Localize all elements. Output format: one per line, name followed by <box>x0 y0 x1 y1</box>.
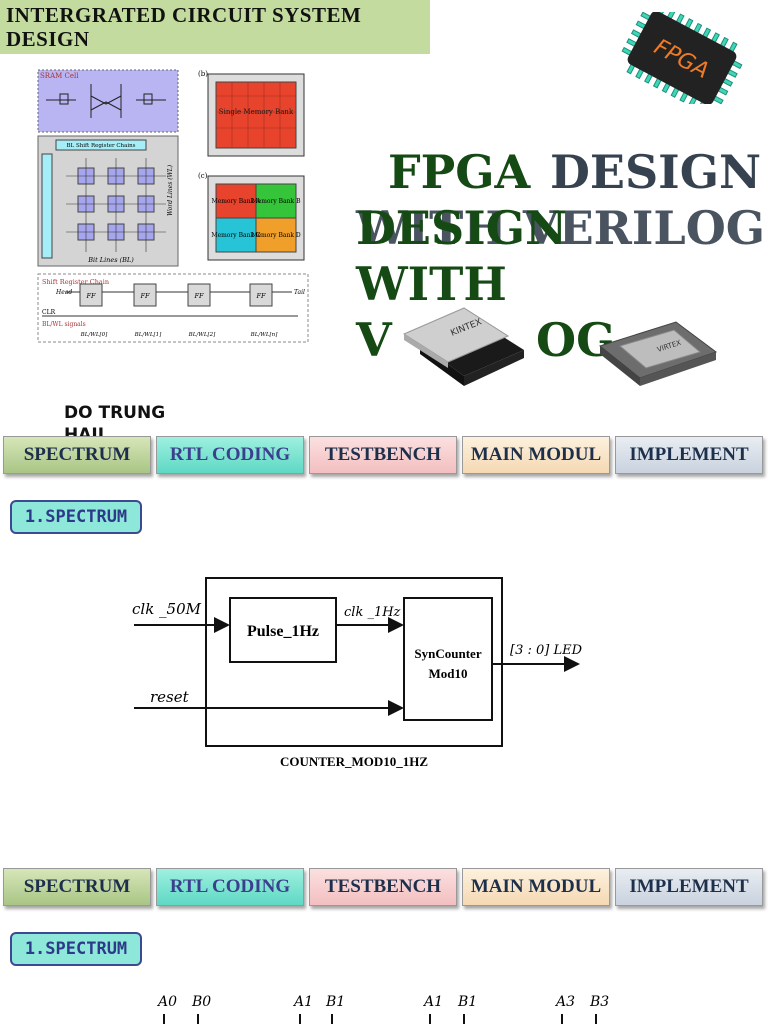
head-label: Head <box>55 289 72 296</box>
bank-d-label: Memory Bank D <box>251 232 301 239</box>
input-b0: B0 <box>191 994 211 1010</box>
title-design: DESIGN <box>550 145 762 199</box>
bit-lines-label: Bit Lines (BL) <box>87 256 134 264</box>
header-title-line1: INTERGRATED CIRCUIT SYSTEM <box>6 3 362 27</box>
title-with-verilog-shadow: WITH VERILOG <box>356 201 766 255</box>
input-b1: B1 <box>325 994 345 1010</box>
tab-implement[interactable]: IMPLEMENT <box>615 436 763 474</box>
mod10-label: Mod10 <box>429 666 468 681</box>
bank-b-label: Memory Bank B <box>252 198 302 205</box>
input-a1: A1 <box>292 994 313 1010</box>
sram-cell-label: SRAM Cell <box>40 72 79 80</box>
top-module-name: COUNTER_MOD10_1HZ <box>280 754 428 769</box>
syncounter-label: SynCounter <box>414 646 481 661</box>
tail-label: Tail <box>294 289 305 296</box>
memory-architecture-diagram: SRAM Cell BL Shift Register Chains Bit L… <box>37 69 309 343</box>
single-bank-label: Single Memory Bank <box>219 108 294 116</box>
blwl-output-1: BL/WL[1] <box>134 332 162 338</box>
bank-a-label: Memory Bank A <box>212 198 262 205</box>
input-a3: A3 <box>554 994 575 1010</box>
title-with: WITH <box>356 257 507 311</box>
blwl-output-n: BL/WL[n] <box>250 332 279 338</box>
ff-label: FF <box>85 292 96 300</box>
tab-spectrum[interactable]: SPECTRUM <box>3 436 151 474</box>
ff-label: FF <box>193 292 204 300</box>
fpga-chip-icon: FPGA <box>621 12 743 104</box>
shift-chain-label: Shift Register Chain <box>42 278 109 286</box>
clk-50m-label: clk _50M <box>132 600 202 618</box>
title-og: OG <box>536 313 616 367</box>
author-name: DO TRUNG HAIL <box>64 403 166 438</box>
tab-rtl-coding[interactable]: RTL CODING <box>156 868 304 906</box>
adder-inputs-diagram: A0 B0 A1 B1 A1 B1 A3 B3 <box>156 994 609 1024</box>
tab-testbench[interactable]: TESTBENCH <box>309 436 457 474</box>
tab-implement[interactable]: IMPLEMENT <box>615 868 763 906</box>
bank-c-label: Memory Bank C <box>211 232 261 239</box>
counter-block-diagram: clk _50M reset Pulse_1Hz clk _1Hz SynCou… <box>132 577 583 769</box>
virtex-chip-image: VIRTEX <box>598 321 718 386</box>
bl-chains-label: BL Shift Register Chains <box>67 143 136 149</box>
tab-main-modul[interactable]: MAIN MODUL <box>462 436 610 474</box>
tab-rtl-coding[interactable]: RTL CODING <box>156 436 304 474</box>
ff-label: FF <box>139 292 150 300</box>
title-design-green: DESIGN <box>356 201 568 255</box>
tab-main-modul[interactable]: MAIN MODUL <box>462 868 610 906</box>
blwl-signals-label: BL/WL signals <box>42 321 86 328</box>
tab-testbench[interactable]: TESTBENCH <box>309 868 457 906</box>
presentation-header: INTERGRATED CIRCUIT SYSTEM DESIGN <box>0 0 430 54</box>
nav-tabs-top: SPECTRUM RTL CODING TESTBENCH MAIN MODUL… <box>0 436 768 478</box>
section-spectrum-badge: 1.SPECTRUM <box>10 500 142 534</box>
input-a2: A1 <box>422 994 443 1010</box>
blwl-output-0: BL/WL[0] <box>80 332 108 338</box>
ff-label: FF <box>255 292 266 300</box>
kintex-chip-image: KINTEX <box>402 307 524 386</box>
panel-c-label: (c) <box>198 172 208 180</box>
section-spectrum-badge: 1.SPECTRUM <box>10 932 142 966</box>
tab-spectrum[interactable]: SPECTRUM <box>3 868 151 906</box>
nav-tabs-bottom: SPECTRUM RTL CODING TESTBENCH MAIN MODUL… <box>0 868 768 910</box>
pulse-1hz-block: Pulse_1Hz <box>247 623 319 640</box>
clr-label: CLR <box>42 309 56 316</box>
word-lines-label: Word Lines (WL) <box>167 164 174 216</box>
input-b2: B1 <box>457 994 477 1010</box>
panel-b-label: (b) <box>198 70 208 78</box>
title-v: V <box>356 313 392 367</box>
input-b3: B3 <box>589 994 609 1010</box>
input-a0: A0 <box>156 994 177 1010</box>
title-fpga: FPGA <box>388 145 531 199</box>
header-title-line2: DESIGN <box>6 27 90 51</box>
reset-label: reset <box>150 688 190 706</box>
led-output-label: [3 : 0] LED <box>510 643 583 658</box>
blwl-output-2: BL/WL[2] <box>188 332 216 338</box>
clk-1hz-label: clk _1Hz <box>344 605 401 620</box>
